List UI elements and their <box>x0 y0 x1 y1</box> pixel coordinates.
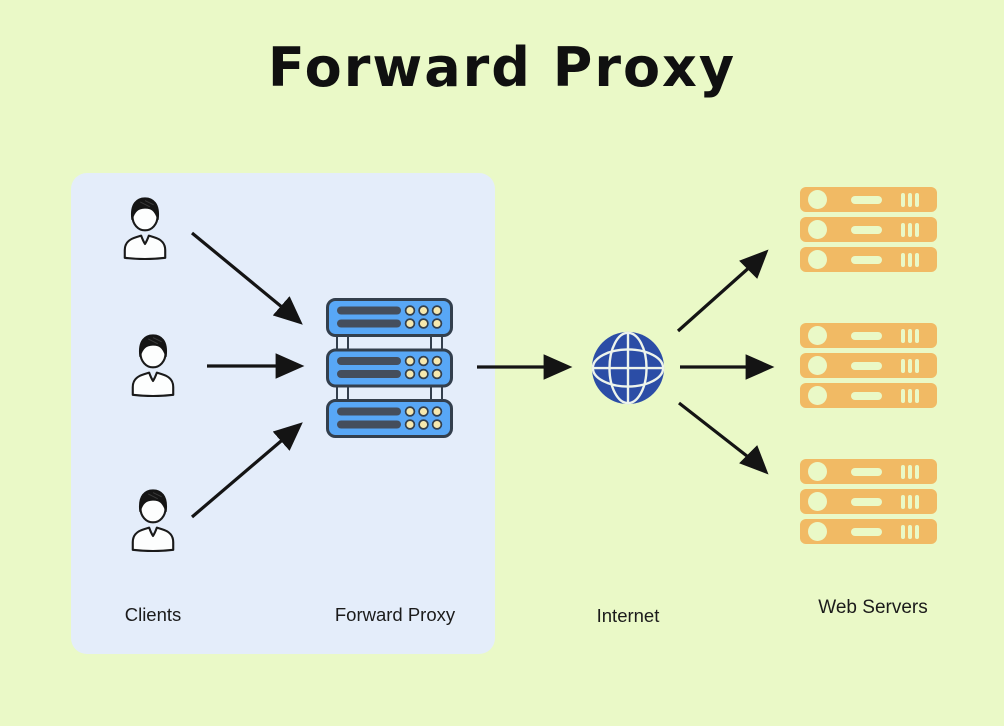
server-rack-icon <box>326 298 453 438</box>
server-drive-slot <box>851 497 882 506</box>
person-icon <box>131 489 175 552</box>
server-drive-slot <box>851 467 882 476</box>
web-server-group <box>800 459 937 544</box>
server-vent-line <box>915 524 919 539</box>
server-drive-slot <box>851 255 882 264</box>
server-vent-line <box>908 358 912 373</box>
server-led-circle <box>808 522 827 541</box>
diagram-title: Forward Proxy <box>267 36 737 99</box>
server-drive-slot <box>851 331 882 340</box>
web-server-icon <box>800 187 937 212</box>
server-vent-line <box>915 222 919 237</box>
server-vent-line <box>915 464 919 479</box>
web-server-icon <box>800 353 937 378</box>
server-vent-line <box>901 328 905 343</box>
server-vent-line <box>915 252 919 267</box>
server-drive-slot <box>851 527 882 536</box>
server-led-circle <box>808 356 827 375</box>
web-server-icon <box>800 459 937 484</box>
server-vent-line <box>901 192 905 207</box>
clients-label: Clients <box>124 604 182 625</box>
web-server-icon <box>800 519 937 544</box>
server-vent-line <box>908 524 912 539</box>
server-drive-slot <box>851 225 882 234</box>
web-server-icon <box>800 489 937 514</box>
web-servers-label: Web Servers <box>818 597 928 618</box>
server-vent-line <box>908 494 912 509</box>
web-server-group <box>800 187 937 272</box>
server-vent-line <box>901 252 905 267</box>
server-vent-line <box>908 388 912 403</box>
web-server-group <box>800 323 937 408</box>
web-server-icon <box>800 383 937 408</box>
server-vent-line <box>901 464 905 479</box>
server-drive-slot <box>851 195 882 204</box>
server-led-circle <box>808 250 827 269</box>
server-led-circle <box>808 386 827 405</box>
server-vent-line <box>901 358 905 373</box>
server-led-circle <box>808 190 827 209</box>
forward-proxy-label: Forward Proxy <box>334 604 456 625</box>
server-vent-line <box>908 222 912 237</box>
server-vent-line <box>915 388 919 403</box>
web-server-icon <box>800 217 937 242</box>
server-vent-line <box>901 494 905 509</box>
person-icon <box>123 197 167 260</box>
internet-label: Internet <box>596 605 660 626</box>
globe-icon <box>591 331 665 405</box>
server-vent-line <box>901 388 905 403</box>
web-server-icon <box>800 247 937 272</box>
server-led-circle <box>808 220 827 239</box>
server-vent-line <box>901 524 905 539</box>
server-vent-line <box>908 328 912 343</box>
server-led-circle <box>808 326 827 345</box>
web-server-icon <box>800 323 937 348</box>
server-vent-line <box>915 494 919 509</box>
server-vent-line <box>915 358 919 373</box>
arrow-internet-to-servers1 <box>676 255 763 333</box>
server-drive-slot <box>851 391 882 400</box>
server-led-circle <box>808 492 827 511</box>
server-vent-line <box>908 192 912 207</box>
server-drive-slot <box>851 361 882 370</box>
server-led-circle <box>808 462 827 481</box>
server-vent-line <box>915 192 919 207</box>
person-icon <box>131 334 175 397</box>
server-vent-line <box>908 252 912 267</box>
server-vent-line <box>901 222 905 237</box>
server-vent-line <box>908 464 912 479</box>
arrow-internet-to-servers3 <box>678 401 762 469</box>
server-vent-line <box>915 328 919 343</box>
